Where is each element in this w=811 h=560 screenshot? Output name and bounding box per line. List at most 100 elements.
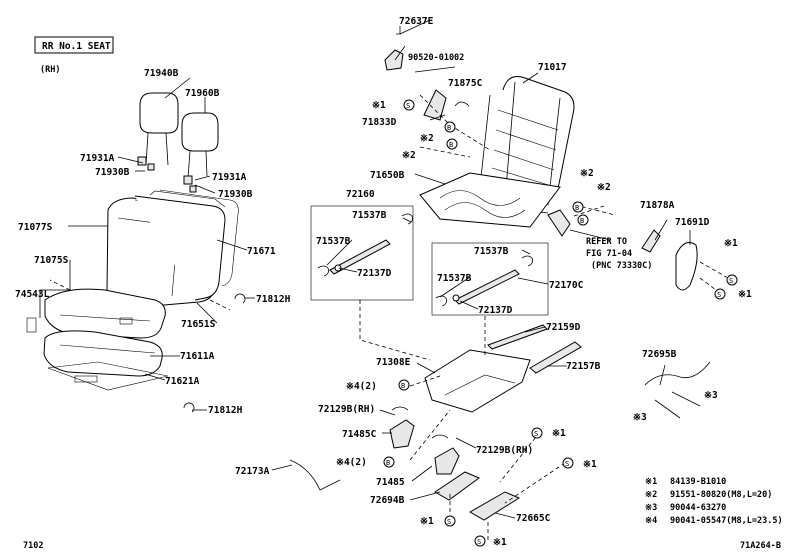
footer-left: 7102 <box>23 541 43 551</box>
label-71812H-b: 71812H <box>208 405 243 416</box>
leg-cover <box>434 447 460 475</box>
headrest-support-pins <box>137 156 197 193</box>
bushing-icon <box>391 406 409 411</box>
label-72157B: 72157B <box>566 361 601 372</box>
ref-s2d: ※2 <box>597 182 611 193</box>
label-72665C: 72665C <box>516 513 551 524</box>
label-71691D: 71691D <box>675 217 710 228</box>
label-71930B-right: 71930B <box>218 189 253 200</box>
svg-text:S: S <box>477 538 481 546</box>
strap-icon <box>654 399 681 419</box>
label-71537B-4: 71537B <box>437 273 472 284</box>
lever-icon <box>641 229 661 253</box>
svg-text:B: B <box>449 141 453 149</box>
marker-b: B <box>577 214 589 226</box>
hook-base <box>434 471 481 501</box>
svg-text:S: S <box>565 460 569 468</box>
label-71621A: 71621A <box>165 376 200 387</box>
ref-s42b: ※4(2) <box>336 457 367 468</box>
ref-s42a: ※4(2) <box>346 381 377 392</box>
label-71931A-left: 71931A <box>80 153 115 164</box>
label-72129B-rh-2: 72129B(RH) <box>476 445 533 456</box>
svg-text:S: S <box>406 102 410 110</box>
label-71960B: 71960B <box>185 88 220 99</box>
svg-text:B: B <box>386 459 390 467</box>
seat-cushion-frame-assy <box>419 172 561 228</box>
ref-s1a: ※1 <box>372 100 386 111</box>
label-72637E: 72637E <box>399 16 434 27</box>
bushing-icon <box>431 434 449 439</box>
ref-s1b: ※1 <box>724 238 738 249</box>
spring-clip <box>454 101 470 107</box>
wire-harness <box>289 459 341 491</box>
ref-s1f: ※1 <box>420 516 434 527</box>
marker-b: B <box>446 138 458 150</box>
ref-s1e: ※1 <box>583 459 597 470</box>
refer-line3: (PNC 73330C) <box>591 261 652 271</box>
ref-s3a: ※3 <box>704 390 718 401</box>
ref-s1d: ※1 <box>552 428 566 439</box>
refer-line2: FIG 71-04 <box>586 249 632 259</box>
clip-icon <box>183 402 195 413</box>
side-cover <box>675 242 698 291</box>
legend-text-4: 90041-05547(M8,L=23.5) <box>670 516 783 526</box>
marker-s: S <box>531 427 543 439</box>
track-spring-icon <box>521 255 533 267</box>
label-90520-01002: 90520-01002 <box>408 53 464 63</box>
wire-harness <box>644 361 711 386</box>
headrest-right <box>181 112 219 179</box>
header-side: (RH) <box>40 65 60 75</box>
label-71931A-right: 71931A <box>212 172 247 183</box>
marker-s: S <box>474 535 486 547</box>
label-72173A: 72173A <box>235 466 270 477</box>
legend: ※1 84139-B1010 ※2 91551-80820(M8,L=20) ※… <box>645 477 783 526</box>
ref-s2a: ※2 <box>420 133 434 144</box>
legend-mark-3: ※3 <box>645 503 657 513</box>
legend-text-1: 84139-B1010 <box>670 477 726 487</box>
leg-cover <box>389 419 415 449</box>
label-72160: 72160 <box>346 189 375 200</box>
ref-s1g: ※1 <box>493 537 507 548</box>
ref-s2c: ※2 <box>580 168 594 179</box>
label-71671: 71671 <box>247 246 276 257</box>
label-71537B-3: 71537B <box>474 246 509 257</box>
track-rail <box>454 269 520 305</box>
label-74543L: 74543L <box>15 289 50 300</box>
label-71077S: 71077S <box>18 222 53 233</box>
label-71537B-2: 71537B <box>316 236 351 247</box>
headrest-left <box>139 92 179 166</box>
svg-text:S: S <box>729 277 733 285</box>
clip-icon <box>234 293 246 304</box>
label-71833D: 71833D <box>362 117 397 128</box>
label-71651S: 71651S <box>181 319 216 330</box>
strap-icon <box>671 391 701 407</box>
track-box-upper <box>310 205 414 301</box>
leg-frame <box>444 374 516 396</box>
seat-cushion-cover <box>44 288 166 339</box>
svg-text:B: B <box>575 204 579 212</box>
label-72137D-1: 72137D <box>357 268 392 279</box>
label-71878A: 71878A <box>640 200 675 211</box>
track-rail <box>329 239 391 275</box>
track-spring-icon <box>401 213 413 225</box>
slide-rail <box>487 324 548 350</box>
hook-base <box>468 491 521 521</box>
legend-text-2: 91551-80820(M8,L=20) <box>670 490 772 500</box>
track-spring-icon <box>317 265 329 277</box>
marker-s: S <box>444 515 456 527</box>
footer-right: 71A264-B <box>740 541 781 551</box>
legend-text-3: 90044-63270 <box>670 503 726 513</box>
marker-b: B <box>398 379 410 391</box>
label-71940B: 71940B <box>144 68 179 79</box>
ref-s2b: ※2 <box>402 150 416 161</box>
label-71485: 71485 <box>376 477 405 488</box>
label-72695B: 72695B <box>642 349 677 360</box>
label-72137D-2: 72137D <box>478 305 513 316</box>
label-71812H-a: 71812H <box>256 294 291 305</box>
track-box-lower <box>431 242 549 316</box>
bracket-icon <box>547 209 571 237</box>
leg-frame <box>424 349 531 413</box>
marker-b: B <box>444 121 456 133</box>
label-72129B-rh-1: 72129B(RH) <box>318 404 375 415</box>
